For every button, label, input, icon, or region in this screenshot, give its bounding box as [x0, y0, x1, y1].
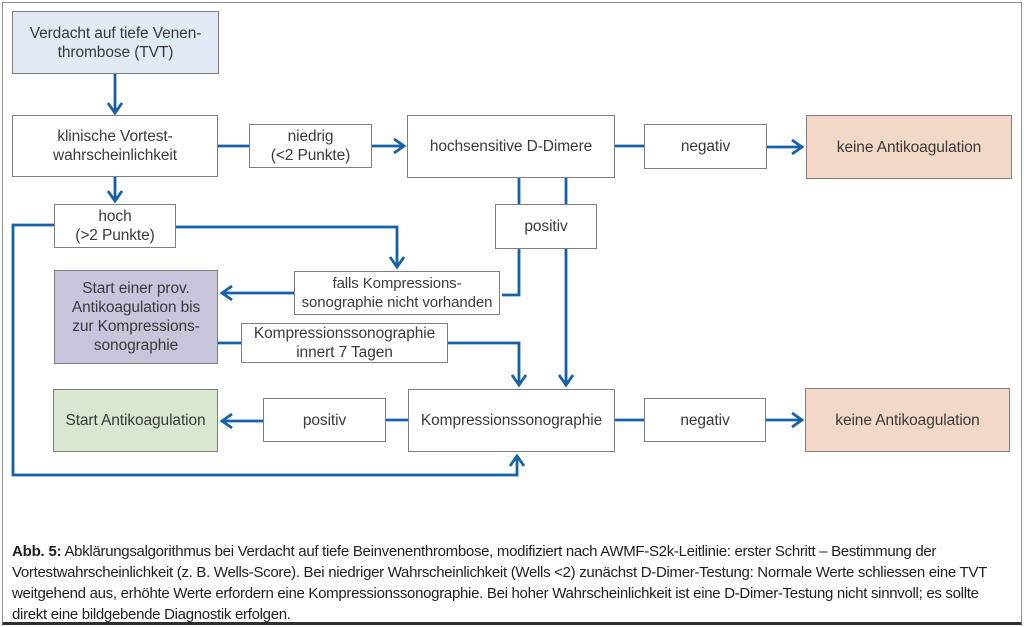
node-klinische-vortestwahrscheinlichkeit: klinische Vortest- wahrscheinlichkeit	[12, 115, 218, 177]
node-positiv-top-label: positiv	[495, 204, 597, 249]
node-start-antikoagulation: Start Antikoagulation	[53, 389, 218, 452]
node-hochsensitive-d-dimere: hochsensitive D-Dimere	[407, 115, 615, 178]
connector-innert-to-kompressionssonographie	[448, 341, 528, 388]
figure-caption: Abb. 5: Abklärungsalgorithmus bei Verdac…	[12, 541, 1014, 625]
node-hoch-label: hoch (>2 Punkte)	[54, 204, 176, 248]
node-positiv-bottom-label: positiv	[263, 398, 386, 442]
node-start-prov-antikoagulation: Start einer prov. Antikoagulation bis zu…	[54, 270, 218, 364]
node-niedrig-label: niedrig (<2 Punkte)	[249, 124, 372, 168]
connector-hoch-to-falls	[176, 225, 406, 270]
node-kompressionssonographie: Kompressionssonographie	[408, 389, 615, 452]
connector-hoch-loop-to-kompressionssonographie	[11, 223, 526, 477]
connector-positiv-to-falls	[502, 248, 521, 297]
node-kus-innert-7-tagen: Kompressionssonographie innert 7 Tagen	[241, 323, 448, 363]
node-keine-antikoagulation-bottom: keine Antikoagulation	[805, 388, 1010, 452]
node-negativ-bottom-label: negativ	[644, 398, 766, 442]
node-negativ-top-label: negativ	[644, 124, 767, 169]
figure-caption-label: Abb. 5:	[12, 543, 62, 560]
node-verdacht-tvt: Verdacht auf tiefe Venen- thrombose (TVT…	[12, 11, 219, 74]
figure-caption-text: Abklärungsalgorithmus bei Verdacht auf t…	[12, 543, 987, 623]
node-falls-kus-nicht-vorhanden: falls Kompressions- sonographie nicht vo…	[294, 271, 500, 315]
node-keine-antikoagulation-top: keine Antikoagulation	[806, 115, 1012, 179]
